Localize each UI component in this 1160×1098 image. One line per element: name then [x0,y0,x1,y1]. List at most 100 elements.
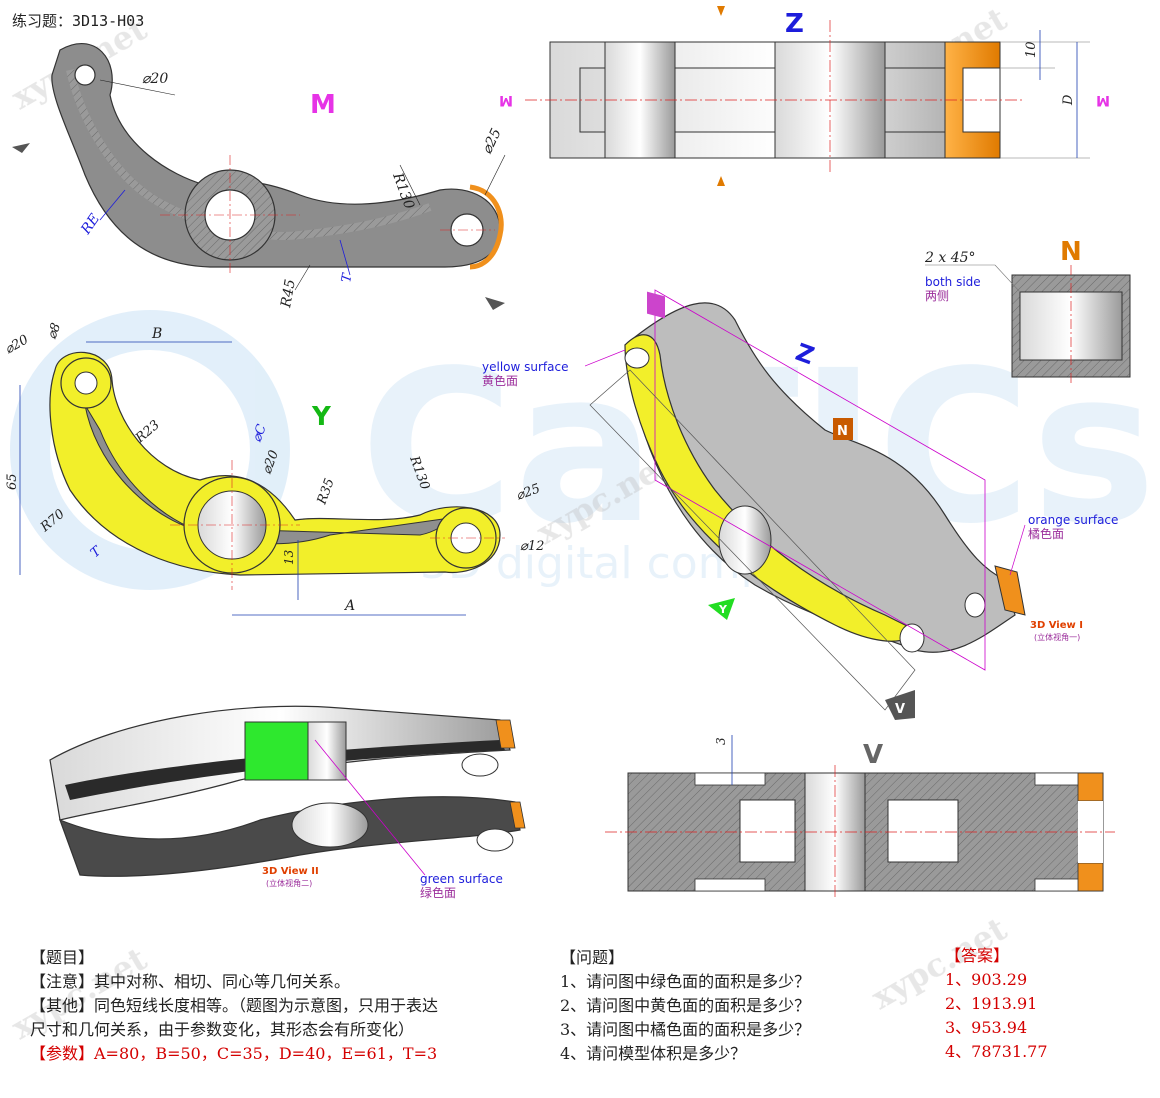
view-m-drawing: ⌀20 ⌀25 R130 R45 RE T M [12,43,506,310]
view-y-dim-d8: ⌀8 [45,321,65,341]
view-v-orange-top [1077,772,1104,802]
view-n-note-cn: 两侧 [925,289,950,303]
view-3d-1-right-hole-2 [964,592,986,618]
question-1: 1、请问图中绿色面的面积是多少？ [560,972,811,991]
view-m-letter: M [310,90,336,120]
view-3d-2-hole-bottom [476,828,514,852]
view-y-dim-d20-left: ⌀20 [3,332,32,357]
view-y-dim-65: 65 [5,473,20,490]
view-m-left-hole [74,64,96,86]
view-3d-1-drawing: M Z N Y V [585,281,1026,720]
view-z-marker-right: M [1096,92,1110,108]
answer-1: 1、903.29 [945,970,1028,989]
view-3d-1-plane-m [654,289,986,671]
view-3d-1-marker-y [708,598,735,620]
view-3d-1-label: 3D View I [1030,620,1083,631]
view-y-dim-r70: R70 [37,507,68,536]
view-3d-2-orange-bottom [509,801,526,829]
view-3d-1-sublabel: (立体视角一) [1034,633,1081,642]
view-3d-2-sublabel: (立体视角二) [266,879,313,888]
view-m-dim-t: T [339,271,356,283]
problem-block: 【题目】 【注意】其中对称、相切、同心等几何关系。 【其他】同色短线长度相等。（… [30,946,550,1066]
questions-block: 【问题】 1、请问图中绿色面的面积是多少？ 2、请问图中黄色面的面积是多少？ 3… [560,946,890,1066]
view-3d-2-mid-rail [65,740,505,800]
exercise-title: 练习题：3D13-H03 [12,12,145,30]
view-y-dim-13: 13 [282,549,296,565]
view-y-dim-d20-center: ⌀20 [260,448,282,476]
view-y-dim-c: ⌀C [250,422,270,444]
view-y-left-hole [74,371,98,395]
view-y-dim-r130: R130 [406,453,432,492]
view-m-arm-body [51,43,501,268]
view-3d-1-marker-n [833,418,853,440]
view-3d-2-green-cn: 绿色面 [420,886,457,900]
view-3d-1-orange-cn: 橘色面 [1028,527,1065,541]
view-3d-2-orange-top [495,719,516,749]
view-n-note-en: both side [925,275,981,289]
view-z-dim-10: 10 [1024,41,1039,58]
view-y-dim-r35: R35 [314,476,337,507]
answers-block: 【答案】 1、903.29 2、1913.91 3、953.94 4、78731… [945,944,1145,1064]
question-3: 3、请问图中橘色面的面积是多少？ [560,1020,811,1039]
watermark-logo-ring [10,310,290,590]
question-4: 4、请问模型体积是多少？ [560,1044,747,1063]
view-y-letter: Y [311,402,332,432]
view-3d-1-marker-m [647,291,665,319]
questions-heading: 【问题】 [560,948,625,967]
view-y-inner-pocket [84,404,452,545]
view-n-dim-chamfer: 2 x 45° [924,250,976,266]
view-v-window-2 [887,799,959,863]
view-z-letter: Z [785,9,804,39]
problem-parameters: 【参数】A=80，B=50，C=35，D=40，E=61，T=3 [30,1044,438,1063]
view-m-dim-re: RE [78,211,104,238]
view-z-marker-left: M [499,92,513,108]
view-3d-1-body [624,302,1016,653]
view-3d-1-orange-en: orange surface [1028,513,1119,527]
view-y-arm-body [49,351,501,576]
problem-heading: 【题目】 [30,948,95,967]
view-y-dim-b: B [151,326,162,342]
view-y-drawing: ⌀20 ⌀8 B R23 ⌀C ⌀20 R130 R35 ⌀25 ⌀12 65 … [3,321,544,616]
view-n-drawing: 2 x 45° N [924,237,1131,383]
view-3d-2-label: 3D View II [262,866,319,877]
view-v-orange-bottom [1077,862,1104,892]
view-3d-1-marker-m-text: M [650,281,663,296]
answer-2: 2、1913.91 [945,994,1038,1013]
view-3d-1-marker-v [885,690,915,720]
answer-3: 3、953.94 [945,1018,1028,1037]
view-3d-2-bottom-arm [58,796,521,877]
view-v-window-1 [739,799,796,863]
problem-note-2b: 尺寸和几何关系，由于参数变化，其形态会有所变化） [30,1020,415,1039]
view-3d-1-marker-z-text: Z [792,338,818,370]
answers-heading: 【答案】 [945,946,1010,965]
view-3d-1-marker-n-text: N [837,424,848,439]
view-m-section-marker-right [485,297,505,310]
view-y-dim-a: A [343,598,355,614]
view-3d-1-marker-v-text: V [895,702,905,717]
answer-4: 4、78731.77 [945,1042,1048,1061]
view-3d-1-center-hole [718,505,772,575]
view-3d-1-plane-v [589,369,916,711]
problem-note-1: 【注意】其中对称、相切、同心等几何关系。 [30,972,351,991]
view-3d-2-drawing [49,705,526,877]
view-y-dim-t: T [88,543,105,561]
view-z-bottom-marker [717,176,725,186]
view-m-section-marker-left [12,143,30,153]
view-3d-1-marker-y-text: Y [718,603,728,616]
view-v-letter: V [863,740,883,770]
view-m-orange-end [469,184,504,270]
view-z-drawing: 10 D Z M M [499,6,1110,186]
view-m-dim-r45: R45 [278,278,299,310]
view-3d-1-left-hole [624,347,650,369]
view-z-top-marker [717,6,725,16]
view-3d-2-green-en: green surface [420,872,503,886]
view-v-drawing: 3 V [605,735,1115,897]
view-3d-1-orange-face [994,565,1026,616]
question-2: 2、请问图中黄色面的面积是多少？ [560,996,811,1015]
view-3d-1-yellow-en: yellow surface [482,360,569,374]
view-3d-2-center-hole [291,802,369,848]
problem-note-2a: 【其他】同色短线长度相等。（题图为示意图，只用于表达 [30,996,439,1015]
view-m-dim-d20: ⌀20 [142,71,168,87]
view-y-dim-d12: ⌀12 [520,539,544,554]
view-v-dim-3: 3 [714,737,728,745]
